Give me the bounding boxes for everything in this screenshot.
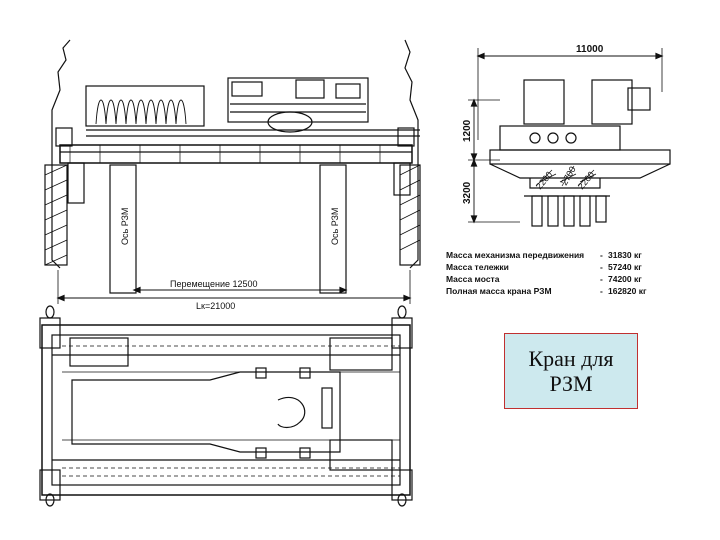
spec-value: 31830 кг — [608, 250, 642, 260]
plan-view — [39, 305, 413, 507]
end-width-dimension: 11000 — [576, 44, 604, 55]
spec-dash: - — [600, 286, 603, 296]
travel-dimension: Перемещение 12500 — [170, 279, 258, 289]
caption-line-2: РЗМ — [549, 371, 593, 396]
end-view — [468, 48, 671, 227]
spec-dash: - — [600, 250, 603, 260]
spec-label: Масса механизма передвижения — [446, 250, 584, 260]
axis-label-left: Ось РЗМ — [120, 208, 130, 245]
span-dimension: Lк=21000 — [196, 301, 235, 311]
spec-dash: - — [600, 262, 603, 272]
end-sub-dim-c: 2700 — [559, 165, 578, 187]
spec-label: Полная масса крана РЗМ — [446, 286, 552, 296]
spec-table: Масса механизма передвижения 31830 кг Ма… — [446, 250, 647, 296]
spec-value: 162820 кг — [608, 286, 647, 296]
spec-label: Масса моста — [446, 274, 500, 284]
axis-label-right: Ось РЗМ — [330, 208, 340, 245]
spec-dash: - — [600, 274, 603, 284]
end-height-upper: 1200 — [462, 119, 473, 142]
caption-box: Кран для РЗМ — [504, 333, 638, 409]
end-height-lower: 3200 — [462, 181, 473, 204]
spec-value: 57240 кг — [608, 262, 642, 272]
side-view — [44, 39, 421, 304]
spec-value: 74200 кг — [608, 274, 642, 284]
caption-line-1: Кран для — [528, 346, 614, 371]
spec-label: Масса тележки — [446, 262, 509, 272]
